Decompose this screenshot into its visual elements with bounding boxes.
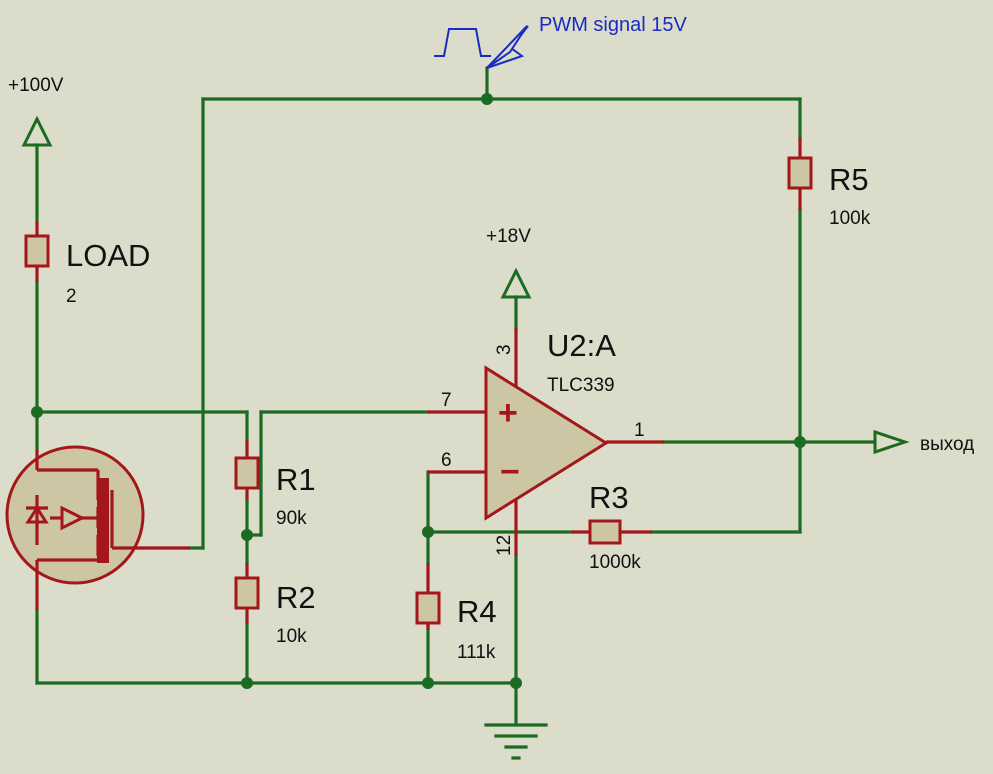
opamp-part: TLC339 xyxy=(547,375,615,396)
pwm-label: PWM signal 15V xyxy=(539,14,687,36)
r4-name: R4 xyxy=(457,594,497,629)
pwm-waveform-icon xyxy=(434,28,491,57)
opamp-u2a: + − U2:A TLC339 7 6 1 3 12 xyxy=(428,328,664,556)
r1-name: R1 xyxy=(276,462,316,497)
r5-name: R5 xyxy=(829,162,869,197)
resistor-r2: R2 10k xyxy=(234,563,316,647)
load-value: 2 xyxy=(66,286,77,307)
load-name: LOAD xyxy=(66,238,150,273)
junction-dots xyxy=(31,93,806,689)
output-terminal: выход xyxy=(873,429,974,455)
resistor-r4: R4 111k xyxy=(415,563,497,663)
load-resistor: LOAD 2 xyxy=(24,222,150,307)
pin-vcc-number: 3 xyxy=(494,344,515,355)
r2-name: R2 xyxy=(276,580,316,615)
resistor-r1: R1 90k xyxy=(234,440,316,529)
resistor-r5: R5 100k xyxy=(787,138,871,229)
supply-18v-terminal: +18V xyxy=(486,226,532,299)
supply-100v-label: +100V xyxy=(8,75,64,96)
resistor-r3: R3 1000k xyxy=(572,480,652,573)
pin-out-number: 1 xyxy=(634,420,645,441)
supply-100v-terminal: +100V xyxy=(8,75,64,147)
mosfet-transistor xyxy=(5,445,190,610)
pin-minus-number: 6 xyxy=(441,450,452,471)
opamp-ref: U2:A xyxy=(547,328,616,363)
wires xyxy=(35,66,877,727)
r4-value: 111k xyxy=(457,642,496,663)
ground-symbol xyxy=(484,723,548,760)
pin-gnd-number: 12 xyxy=(494,535,515,556)
r1-value: 90k xyxy=(276,508,307,529)
r3-name: R3 xyxy=(589,480,629,515)
pwm-generator: PWM signal 15V xyxy=(434,14,687,69)
opamp-plus-symbol: + xyxy=(498,394,518,432)
output-label: выход xyxy=(920,434,974,455)
supply-18v-label: +18V xyxy=(486,226,531,247)
pin-plus-number: 7 xyxy=(441,390,452,411)
r2-value: 10k xyxy=(276,626,307,647)
opamp-minus-symbol: − xyxy=(500,453,520,491)
r3-value: 1000k xyxy=(589,552,641,573)
r5-value: 100k xyxy=(829,208,871,229)
